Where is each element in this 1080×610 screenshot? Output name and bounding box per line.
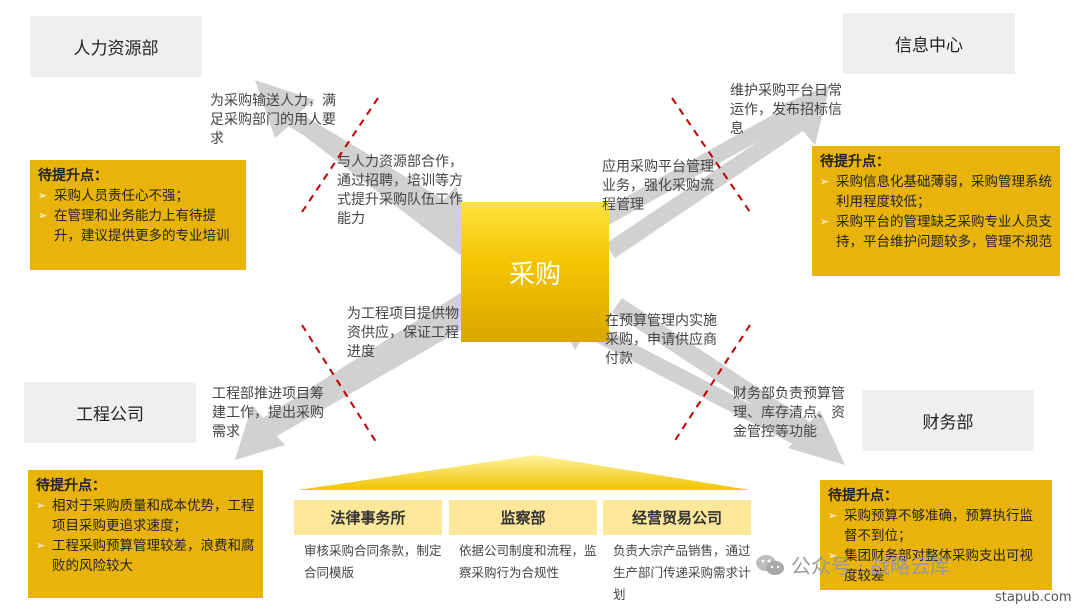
center-label: 采购 (508, 259, 561, 290)
dashed-divider-info (671, 97, 751, 213)
arrow-from-hr (275, 104, 478, 243)
dashed-divider-engineering (301, 324, 379, 446)
arrow-from-finance (548, 300, 820, 454)
improvement-title: 待提升点： (828, 488, 898, 504)
flow-info-in: 应用采购平台管理业务，强化采购流程管理 (602, 159, 714, 213)
improvement-box-info: 待提升点： 采购信息化基础薄弱，采购管理系统利用程度较低； 采购平台的管理缺乏采… (812, 146, 1060, 276)
support-desc-supervision: 依据公司制度和流程，监察采购行为合规性 (459, 543, 597, 580)
dashed-divider-finance (671, 324, 751, 446)
flow-fin-in: 在预算管理内实施采购，申请供应商付款 (605, 313, 717, 367)
improvement-title: 待提升点： (36, 478, 106, 494)
dept-engineering: 工程公司 (24, 382, 196, 443)
support-unit-legal: 法律事务所 (294, 500, 442, 535)
support-triangle (298, 455, 750, 490)
center-procurement: 采购 (461, 202, 609, 342)
dept-info: 信息中心 (843, 13, 1015, 74)
dept-hr: 人力资源部 (30, 16, 202, 77)
source-url: stapub.com (995, 590, 1072, 605)
improvement-title: 待提升点： (38, 168, 108, 184)
support-unit-trade: 经营贸易公司 (603, 500, 751, 535)
improvement-item: 采购人员责任心不强； (38, 186, 238, 206)
support-desc-trade: 负责大宗产品销售，通过生产部门传递采购需求计划 (613, 543, 751, 602)
improvement-item: 在管理和业务能力上有待提升，建议提供更多的专业培训 (38, 206, 238, 246)
flow-fin-out: 财务部负责预算管理、库存清点、资金管控等功能 (733, 386, 845, 440)
flow-eng-out: 工程部推进项目筹建工作，提出采购需求 (212, 386, 324, 440)
improvement-box-finance: 待提升点： 采购预算不够准确，预算执行监督不到位； 集团财务部对整体采购支出可视… (820, 480, 1052, 590)
improvement-title: 待提升点： (820, 154, 890, 170)
flow-eng-in: 为工程项目提供物资供应，保证工程进度 (347, 306, 459, 360)
improvement-box-engineering: 待提升点： 相对于采购质量和成本优势，工程项目采购更追求速度； 工程采购预算管理… (28, 470, 263, 598)
watermark-text: 公众号 · 战略云库 (791, 554, 951, 578)
dashed-divider-hr (301, 97, 379, 213)
flow-info-out: 维护采购平台日常运作，发布招标信息 (730, 83, 842, 137)
dept-finance: 财务部 (862, 390, 1034, 451)
support-unit-supervision: 监察部 (449, 500, 597, 535)
watermark: 公众号 · 战略云库 (755, 550, 950, 579)
support-desc-legal: 审核采购合同条款，制定合同模版 (304, 543, 442, 580)
wechat-icon (756, 554, 784, 575)
improvement-box-hr: 待提升点： 采购人员责任心不强； 在管理和业务能力上有待提升，建议提供更多的专业… (30, 160, 246, 270)
improvement-item: 采购预算不够准确，预算执行监督不到位； (828, 506, 1044, 546)
flow-hr-in: 与人力资源部合作，通过招聘，培训等方式提升采购队伍工作能力 (337, 154, 463, 227)
flow-hr-out: 为采购输送人力，满足采购部门的用人要求 (210, 93, 336, 147)
improvement-item: 工程采购预算管理较差，浪费和腐败的风险较大 (36, 536, 255, 576)
arrow-from-info (548, 105, 798, 250)
arrow-from-engineering (262, 288, 515, 440)
improvement-item: 采购信息化基础薄弱，采购管理系统利用程度较低； (820, 172, 1052, 212)
improvement-item: 采购平台的管理缺乏采购专业人员支持，平台维护问题较多，管理不规范 (820, 212, 1052, 252)
improvement-item: 集团财务部对整体采购支出可视度较差 (828, 546, 1044, 586)
arrow-to-info (605, 85, 830, 258)
improvement-item: 相对于采购质量和成本优势，工程项目采购更追求速度； (36, 496, 255, 536)
